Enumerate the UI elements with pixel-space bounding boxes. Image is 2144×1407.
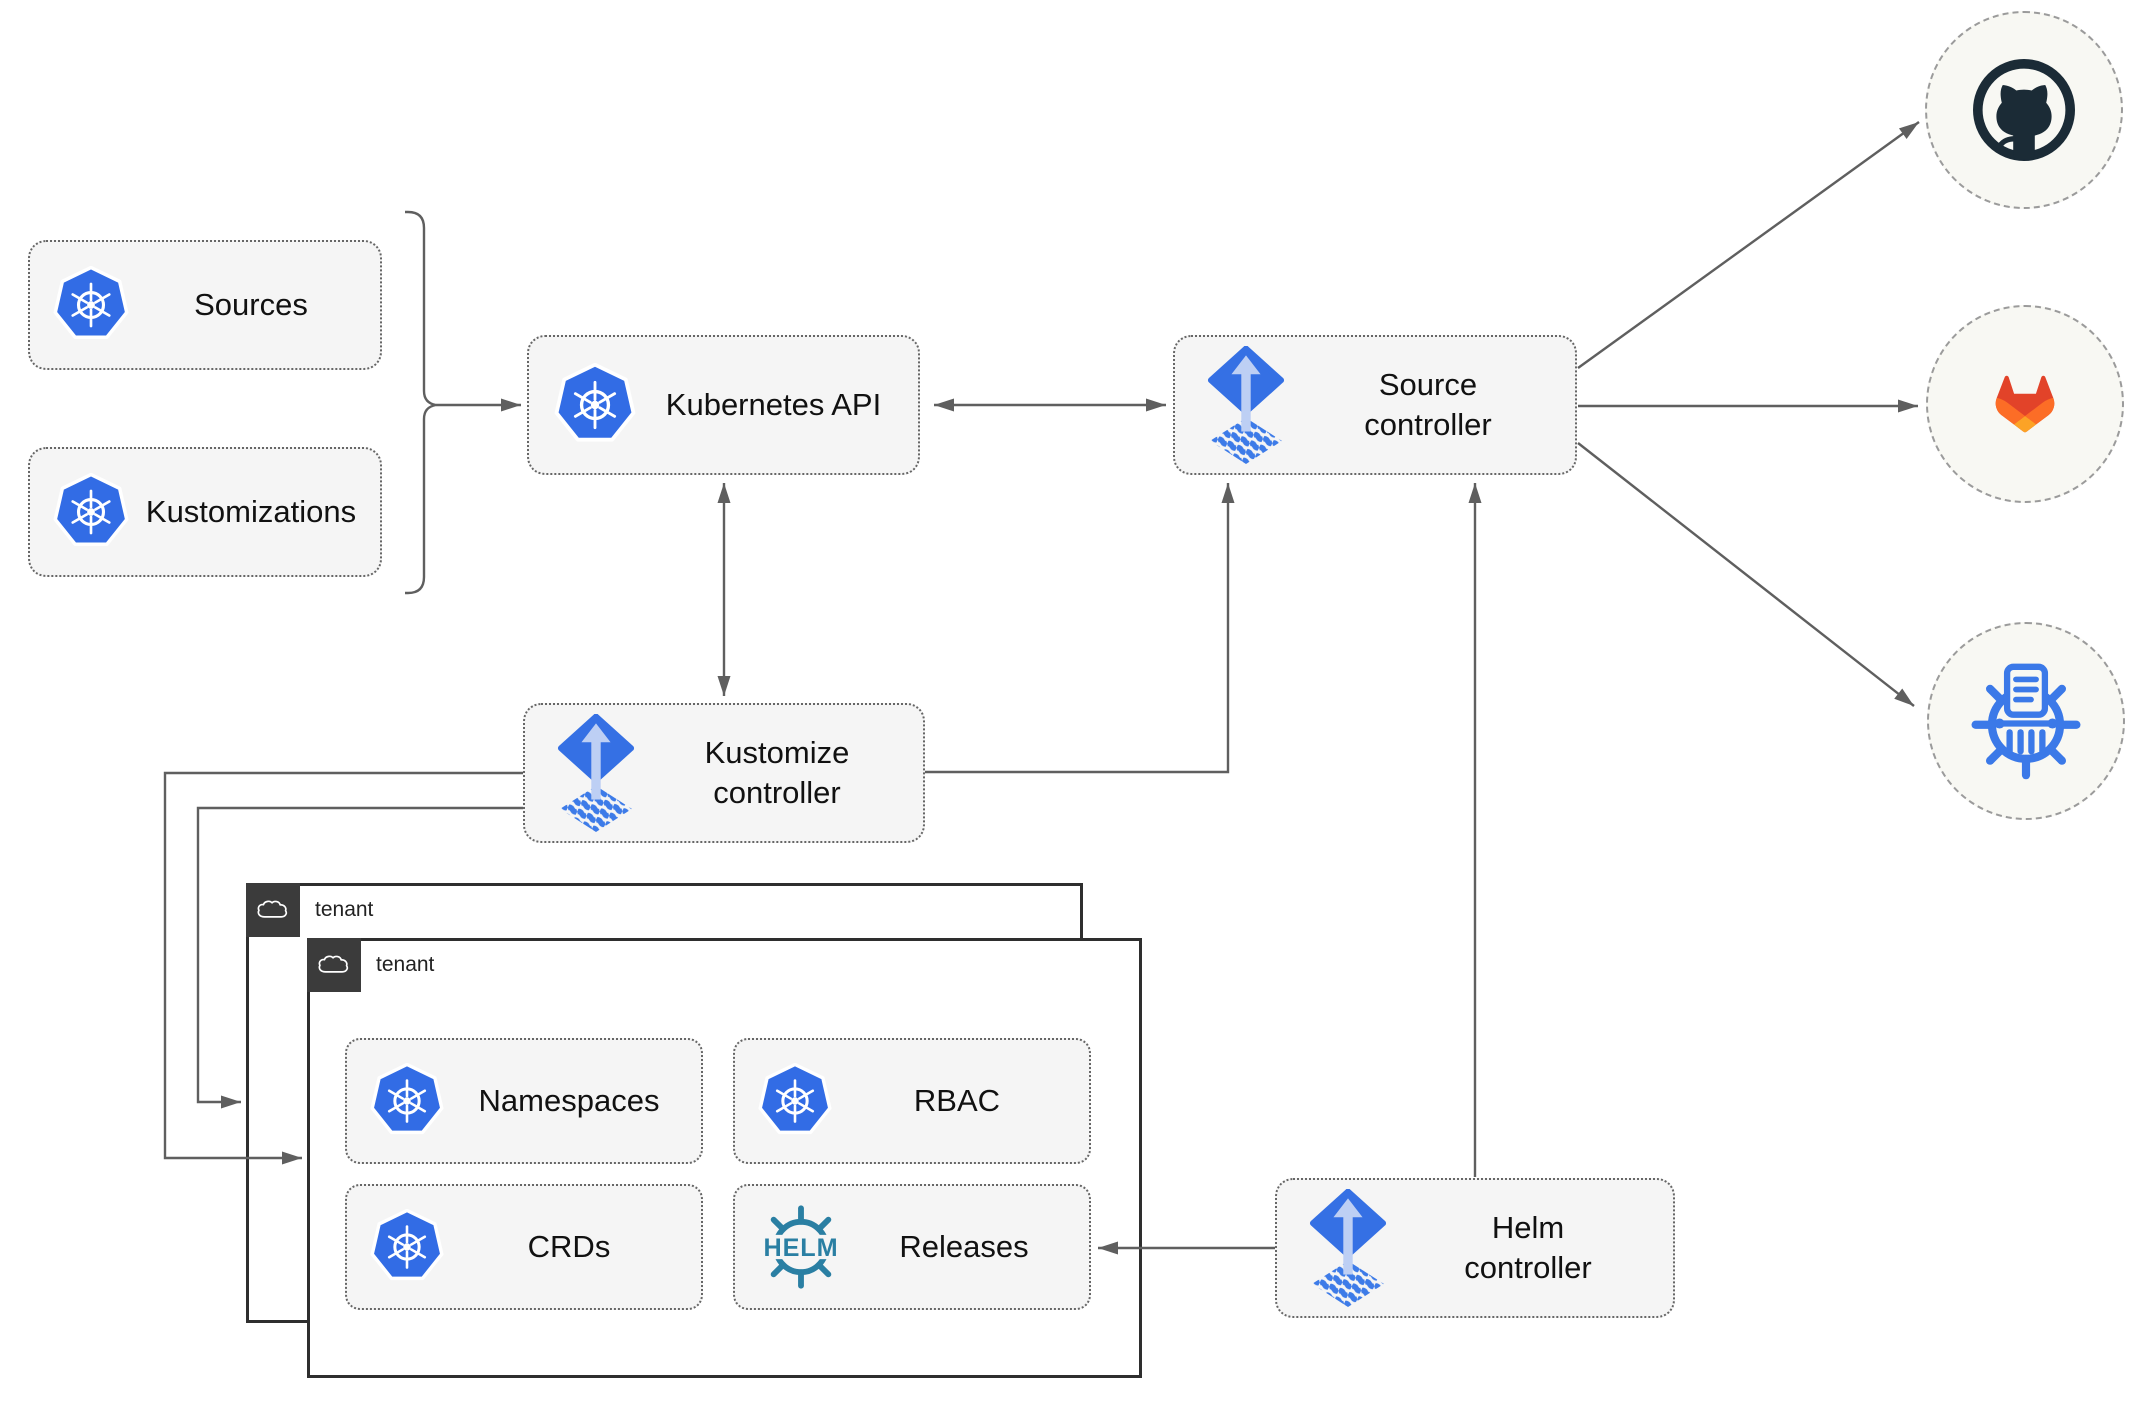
node-kustomize-controller: Kustomize controller [523,703,925,843]
flux-icon [1305,1189,1391,1307]
node-helm-controller-label: Helm controller [1391,1208,1673,1287]
helm-icon: HELM [755,1202,847,1292]
node-kubernetes-api: Kubernetes API [527,335,920,475]
helm-icon-text: HELM [764,1234,839,1262]
label-line1: Source [1378,367,1478,403]
label-line2: controller [1464,1250,1592,1285]
node-helm-controller: Helm controller [1275,1178,1675,1318]
node-source-controller-label: Source controller [1289,365,1575,444]
node-rbac: RBAC [733,1038,1091,1164]
node-crds: CRDs [345,1184,703,1310]
node-releases: HELM Releases [733,1184,1091,1310]
cloud-icon [318,955,349,973]
node-kustomizations: Kustomizations [28,447,382,577]
node-sources-label: Sources [194,287,308,323]
node-releases-label: Releases [899,1229,1029,1265]
arrow-source-controller-to-github [1577,121,1920,369]
flux-icon [553,714,639,832]
github-registry [1925,11,2123,209]
kubernetes-icon [52,473,130,551]
node-rbac-label: RBAC [913,1083,1001,1119]
tenant-inner-tag [307,938,361,992]
node-kustomizations-label: Kustomizations [145,494,357,530]
tenant-outer-tag [246,883,300,937]
flux-icon [1203,346,1289,464]
node-namespaces-label: Namespaces [478,1083,660,1119]
node-kubernetes-api-label: Kubernetes API [665,387,882,423]
node-source-controller: Source controller [1173,335,1577,475]
kubernetes-icon [369,1063,445,1139]
gitlab-registry [1926,305,2124,503]
label-line2: controller [713,775,841,810]
node-kustomize-controller-label: Kustomize controller [639,733,923,812]
node-sources: Sources [28,240,382,370]
cloud-icon [257,900,288,918]
tenant-outer-label: tenant [315,898,374,921]
kubernetes-icon [52,266,130,344]
helm-repository-registry [1927,622,2125,820]
kubernetes-icon [553,363,637,447]
tenant-inner-label: tenant [376,953,435,976]
node-crds-label: CRDs [527,1229,611,1265]
node-namespaces: Namespaces [345,1038,703,1164]
kubernetes-icon [757,1063,833,1139]
label-line1: Kustomize [704,735,850,771]
brace-sources-group [405,210,437,595]
chartmuseum-icon [1971,663,2081,780]
arrow-source-controller-to-helm-repository [1577,442,1915,707]
label-line1: Helm [1491,1210,1565,1246]
kubernetes-icon [369,1209,445,1285]
label-line2: controller [1364,407,1492,442]
github-icon [1973,59,2075,161]
gitlab-icon [1995,375,2055,433]
arrow-kustomize-controller-to-source-controller [925,483,1235,774]
